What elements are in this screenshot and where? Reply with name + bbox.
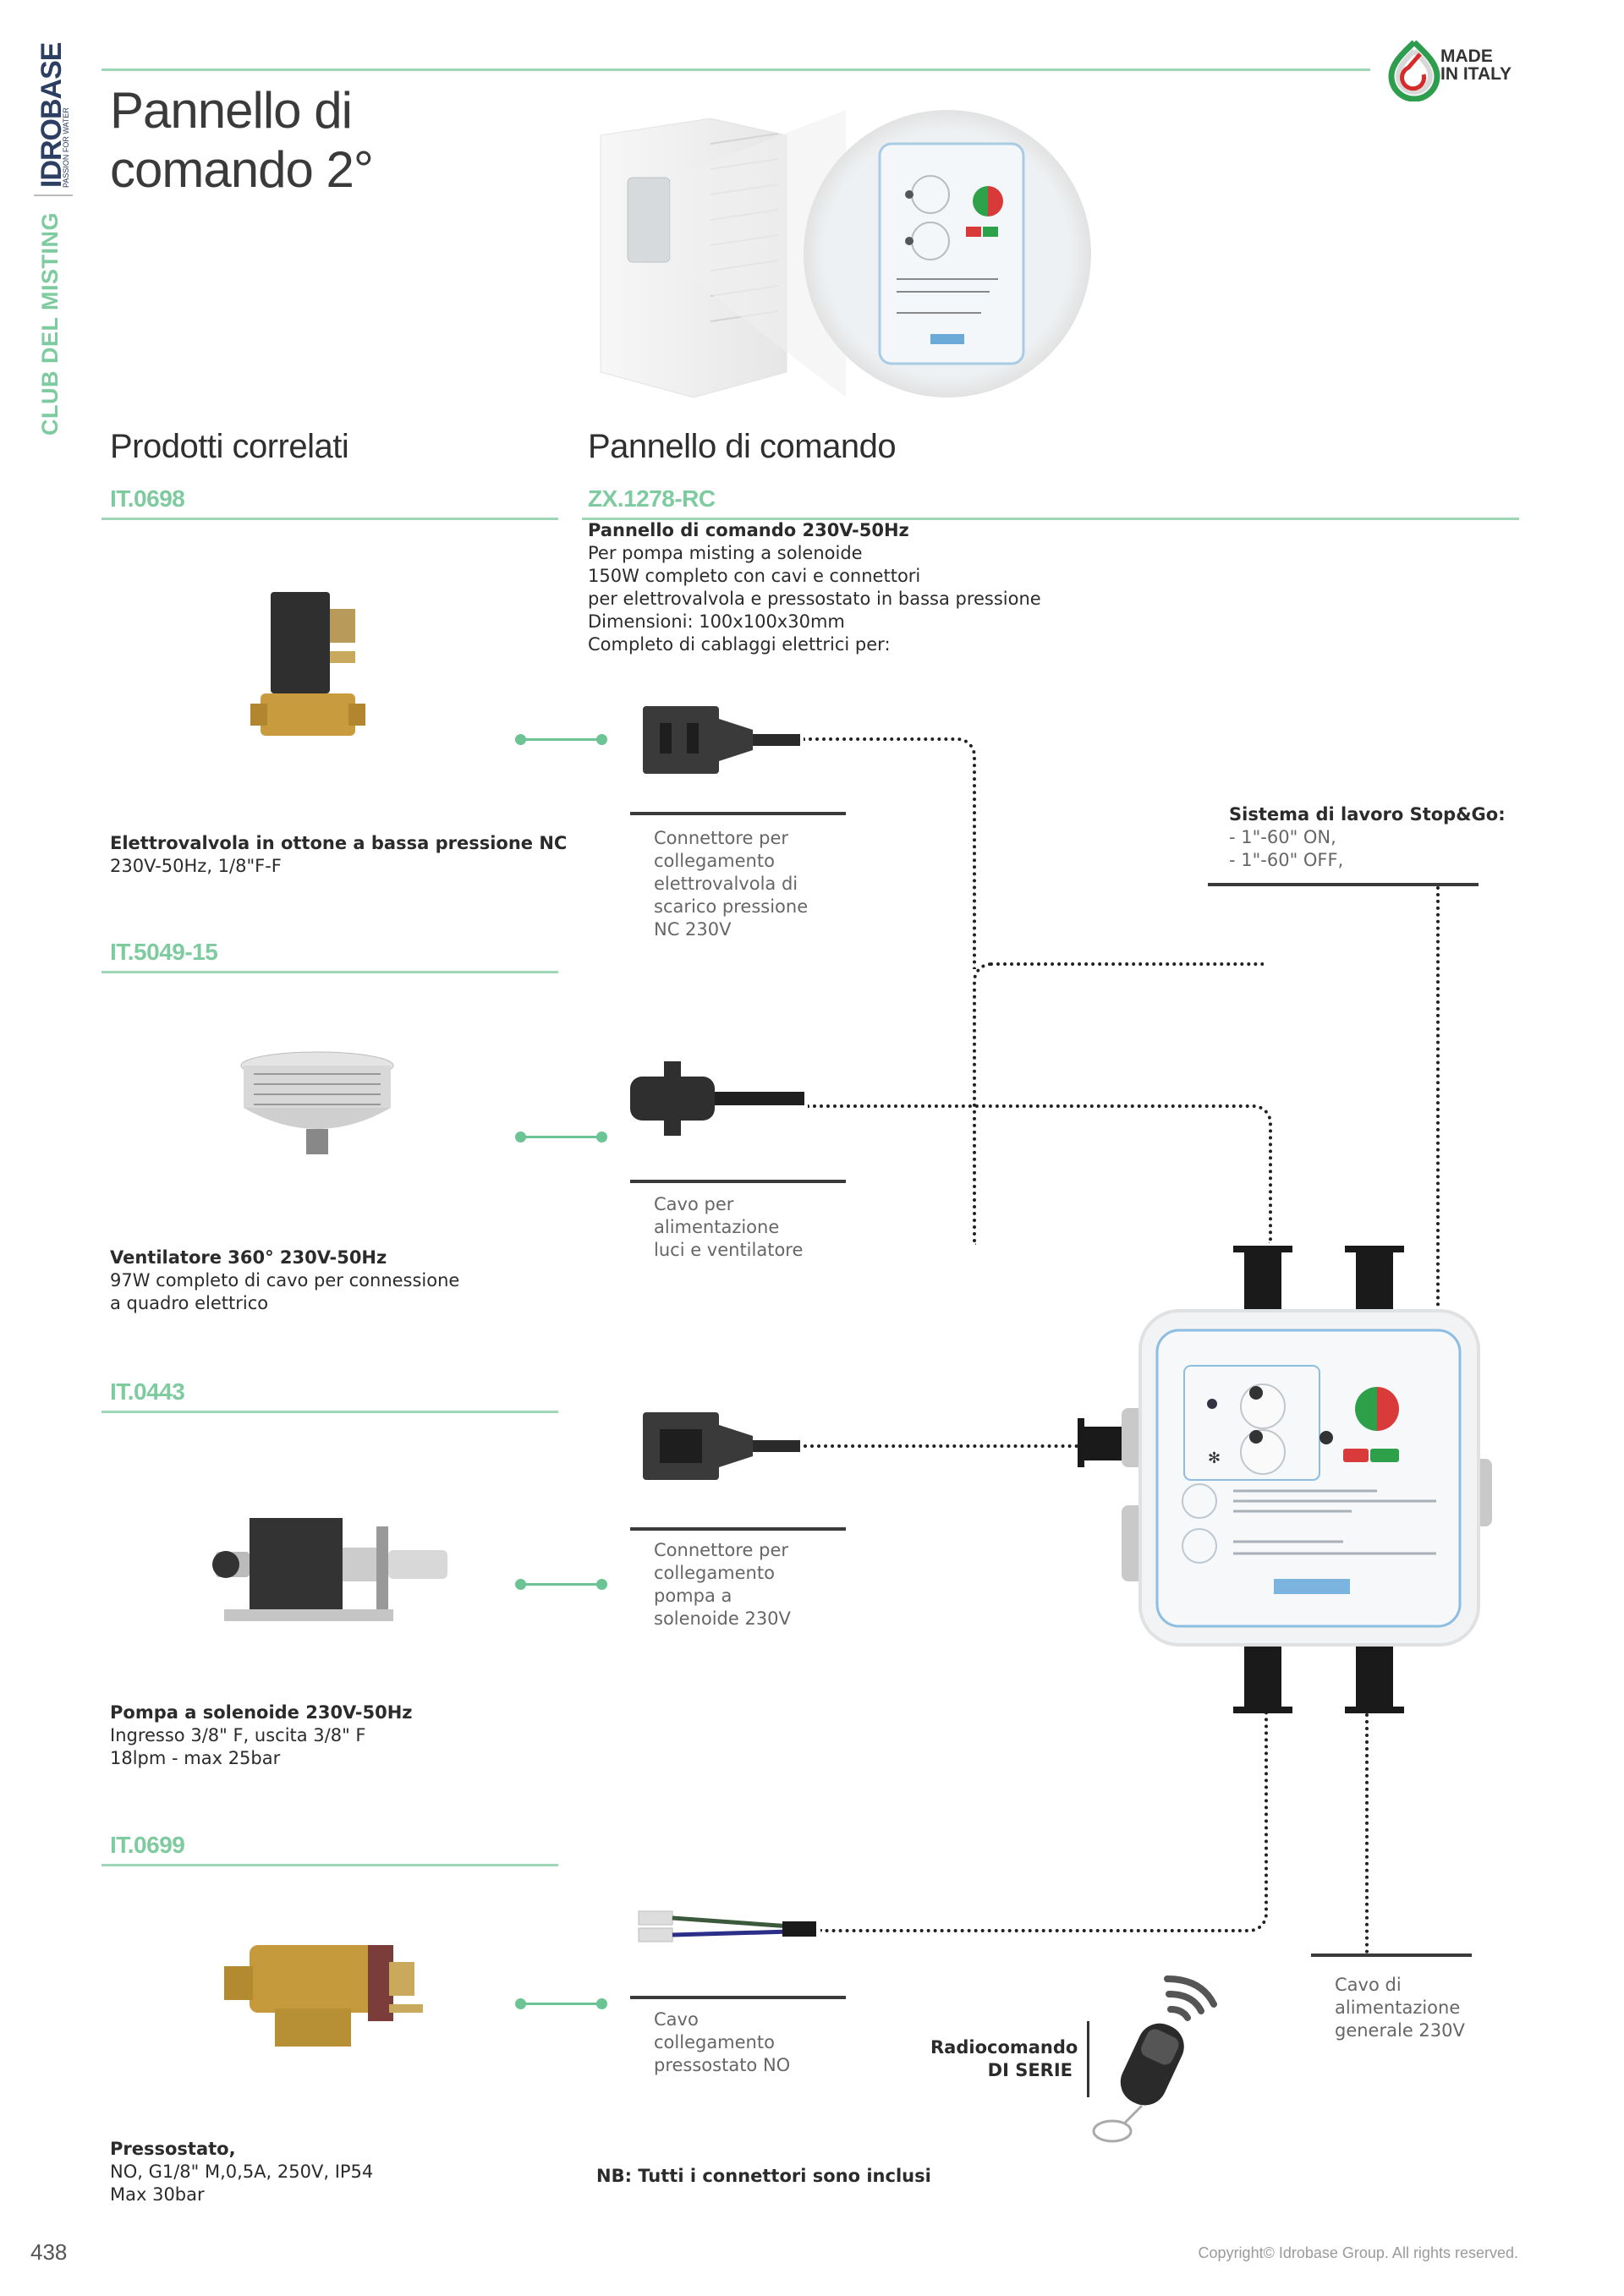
product-rule bbox=[102, 1411, 558, 1413]
remote-control-image bbox=[1083, 1962, 1252, 2148]
product-description: Elettrovalvola in ottone a bassa pressio… bbox=[110, 833, 568, 876]
wire-3 bbox=[804, 1444, 1078, 1448]
connection-link bbox=[515, 1132, 607, 1143]
pressure-switch-image bbox=[216, 1928, 436, 2055]
page-number: 438 bbox=[30, 2239, 68, 2265]
wire-4 bbox=[820, 1691, 1268, 1932]
solenoid-pump-image bbox=[207, 1510, 453, 1636]
product-description: Pompa a solenoide 230V-50Hz Ingresso 3/8… bbox=[110, 1702, 413, 1768]
product-rule bbox=[102, 518, 558, 520]
connector-caption: Connettore per collegamento pompa a sole… bbox=[654, 1540, 791, 1629]
stopgo-info: Sistema di lavoro Stop&Go: - 1"-60" ON, … bbox=[1229, 804, 1506, 870]
wire-power bbox=[1365, 1713, 1369, 1954]
connector-plug-icon bbox=[643, 706, 804, 774]
brand-tagline: PASSION FOR WATER bbox=[62, 107, 70, 188]
included-note: NB: Tutti i connettori sono inclusi bbox=[596, 2166, 931, 2186]
fan-image bbox=[228, 1049, 406, 1167]
product-code[interactable]: IT.5049-15 bbox=[110, 939, 218, 965]
connector-caption: Cavo collegamento pressostato NO bbox=[654, 2009, 791, 2075]
wire-1 bbox=[804, 737, 976, 969]
control-panel-image: ✻ bbox=[1073, 1230, 1495, 1772]
panel-rule bbox=[582, 518, 1519, 520]
wire-stopgo bbox=[1436, 886, 1440, 1427]
remote-label: Radiocomando DI SERIE bbox=[930, 2037, 1078, 2080]
header-rule bbox=[102, 68, 1370, 71]
related-products-heading: Prodotti correlati bbox=[110, 428, 349, 465]
page-title: Pannello di comando 2° bbox=[110, 82, 374, 198]
wire-1b bbox=[973, 962, 1264, 1245]
svg-text:✻: ✻ bbox=[1208, 1449, 1221, 1467]
made-in-italy-badge: MADE IN ITALY bbox=[1383, 37, 1535, 101]
solenoid-valve-image bbox=[245, 584, 381, 753]
italy-drop-icon bbox=[1388, 40, 1440, 101]
remote-label-divider bbox=[1087, 2021, 1089, 2097]
power-plug-icon bbox=[630, 1061, 808, 1137]
connector-caption: Connettore per collegamento elettrovalvo… bbox=[654, 828, 809, 940]
sidebar-divider bbox=[34, 195, 73, 196]
connector-caption: Cavo per alimentazione luci e ventilator… bbox=[654, 1194, 804, 1260]
product-rule bbox=[102, 971, 558, 973]
header-product-image bbox=[575, 93, 1150, 406]
panel-code[interactable]: ZX.1278-RC bbox=[588, 485, 716, 512]
wire-2 bbox=[808, 1104, 1272, 1243]
caption-rule bbox=[630, 1527, 846, 1531]
cable-terminals-icon bbox=[630, 1903, 825, 1954]
connector-plug-icon bbox=[643, 1412, 804, 1480]
panel-description: Pannello di comando 230V-50Hz Per pompa … bbox=[588, 520, 1041, 655]
caption-rule bbox=[630, 1996, 846, 1999]
connection-link bbox=[515, 1579, 607, 1590]
product-description: Ventilatore 360° 230V-50Hz 97W completo … bbox=[110, 1247, 460, 1313]
section-label: CLUB DEL MISTING bbox=[37, 212, 63, 436]
copyright: Copyright© Idrobase Group. All rights re… bbox=[1198, 2244, 1518, 2261]
product-description: Pressostato, NO, G1/8" M,0,5A, 250V, IP5… bbox=[110, 2139, 374, 2205]
product-rule bbox=[102, 1864, 558, 1866]
caption-rule bbox=[630, 1180, 846, 1183]
connection-link bbox=[515, 1998, 607, 2009]
panel-description-title: Pannello di comando 230V-50Hz bbox=[588, 520, 909, 540]
connection-link bbox=[515, 734, 607, 745]
stopgo-rule bbox=[1208, 883, 1479, 886]
product-code[interactable]: IT.0698 bbox=[110, 485, 185, 512]
caption-rule bbox=[630, 812, 846, 815]
power-caption-rule bbox=[1311, 1954, 1472, 1957]
panel-heading: Pannello di comando bbox=[588, 428, 897, 465]
product-code[interactable]: IT.0443 bbox=[110, 1378, 185, 1405]
power-cable-caption: Cavo di alimentazione generale 230V bbox=[1335, 1975, 1465, 2041]
product-code[interactable]: IT.0699 bbox=[110, 1832, 185, 1858]
